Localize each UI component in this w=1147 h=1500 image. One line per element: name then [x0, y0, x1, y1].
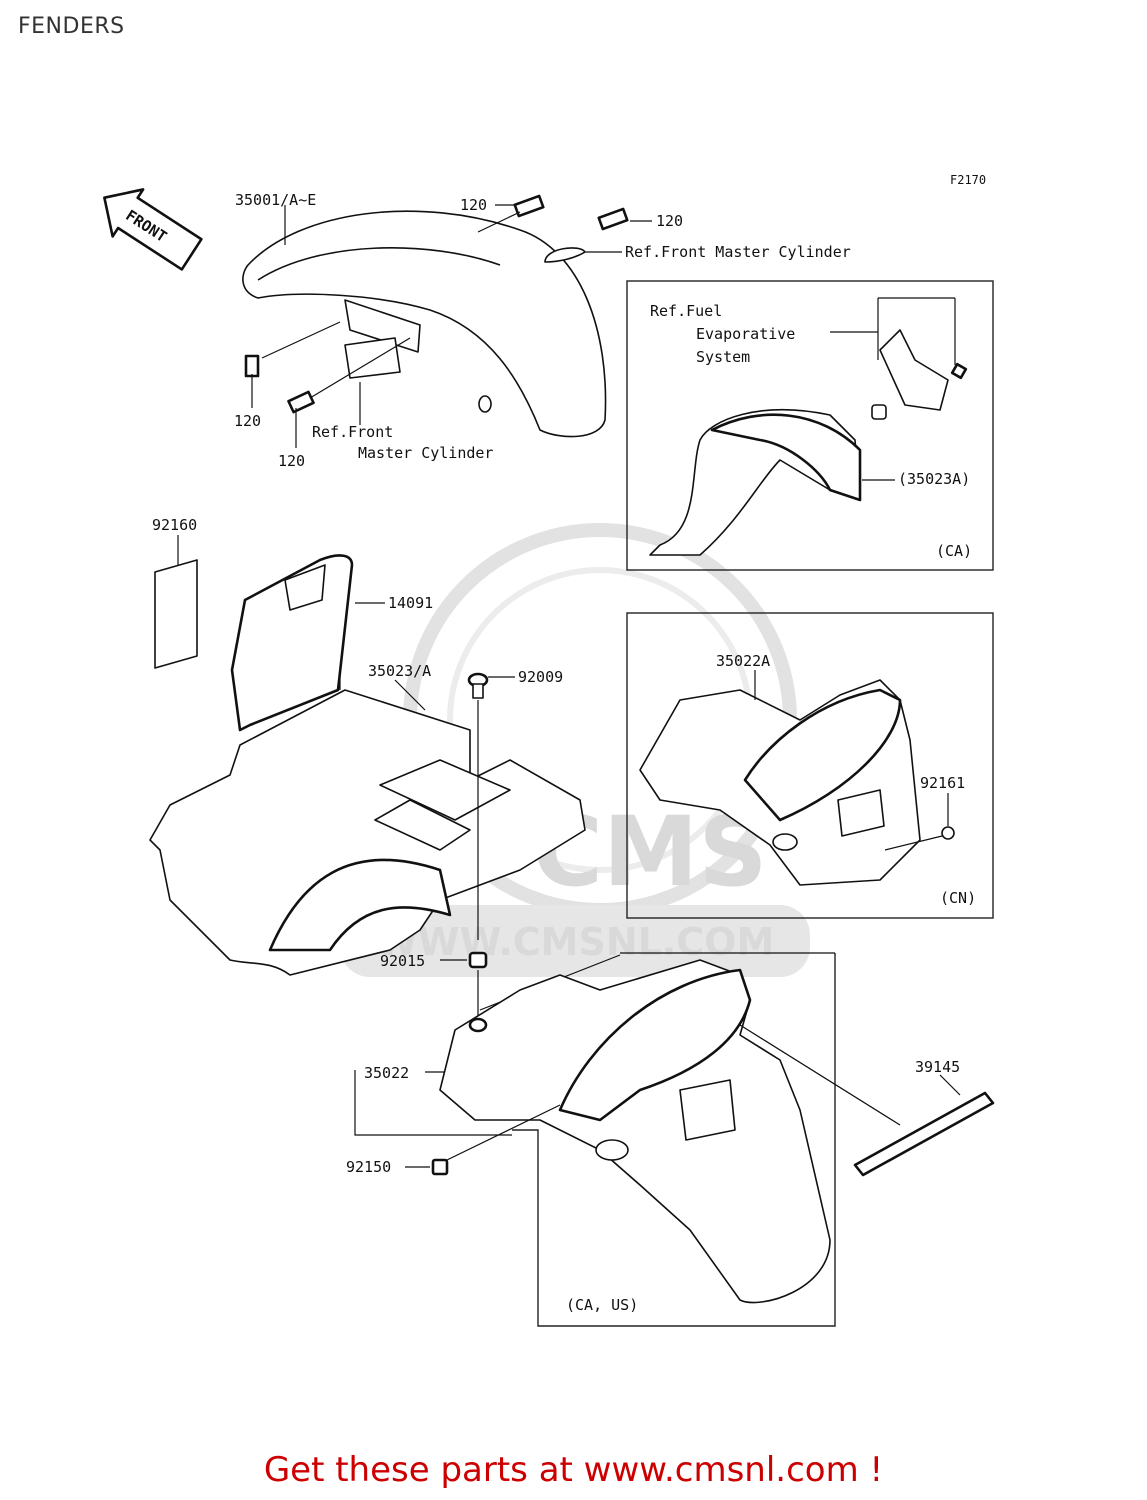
label-ref-master-top: Ref.Front Master Cylinder — [625, 243, 851, 261]
cn-variant-box — [626, 612, 994, 919]
label-trim: 39145 — [915, 1058, 960, 1076]
label-ref-master-bottom-2: Master Cylinder — [358, 444, 493, 462]
label-cn-tag: (CN) — [940, 889, 976, 907]
bolt-icon — [244, 194, 629, 414]
trim-part — [739, 1024, 995, 1177]
nut-part — [440, 951, 488, 1022]
pad-part — [154, 535, 198, 669]
rear-fender-rear — [425, 959, 831, 1304]
label-rear-fender-rear: 35022 — [364, 1064, 409, 1082]
front-arrow-icon: FRONT — [103, 188, 203, 271]
label-bolt-a: 120 — [460, 196, 487, 214]
label-clip: 92009 — [518, 668, 563, 686]
label-ref-fuel-1: Ref.Fuel — [650, 302, 722, 320]
figure-id: F2170 — [950, 173, 986, 187]
label-nut: 92015 — [380, 952, 425, 970]
watermark-site: WWW.CMSNL.COM — [376, 920, 775, 964]
label-cn-fender: 35022A — [716, 652, 770, 670]
leaders-front — [251, 204, 652, 448]
label-ca-fender: (35023A) — [898, 470, 970, 488]
label-ca-us-tag: (CA, US) — [566, 1296, 638, 1314]
rear-fender-front — [149, 670, 586, 976]
front-fender — [242, 210, 607, 438]
parts-diagram: WWW.CMSNL.COM CMS F2170 FRONT 35001 — [103, 173, 995, 1327]
bolt-e-part — [405, 1104, 561, 1176]
label-ref-fuel-2: Evaporative — [696, 325, 795, 343]
label-cn-cap: 92161 — [920, 774, 965, 792]
label-front-fender: 35001/A~E — [235, 191, 316, 209]
clip-part — [467, 672, 515, 940]
battery-cover — [230, 554, 385, 732]
footer-link[interactable]: Get these parts at www.cmsnl.com ! — [263, 1450, 884, 1490]
label-pad: 92160 — [152, 516, 197, 534]
page-title: FENDERS — [18, 14, 125, 39]
label-bolt-e: 92150 — [346, 1158, 391, 1176]
label-bolt-c: 120 — [234, 412, 261, 430]
label-ca-tag: (CA) — [936, 542, 972, 560]
label-rear-fender-front: 35023/A — [368, 662, 431, 680]
label-cover: 14091 — [388, 594, 433, 612]
label-bolt-b: 120 — [656, 212, 683, 230]
label-ref-master-bottom-1: Ref.Front — [312, 423, 393, 441]
label-ref-fuel-3: System — [696, 348, 750, 366]
ca-variant-box — [626, 280, 994, 571]
label-bolt-d: 120 — [278, 452, 305, 470]
